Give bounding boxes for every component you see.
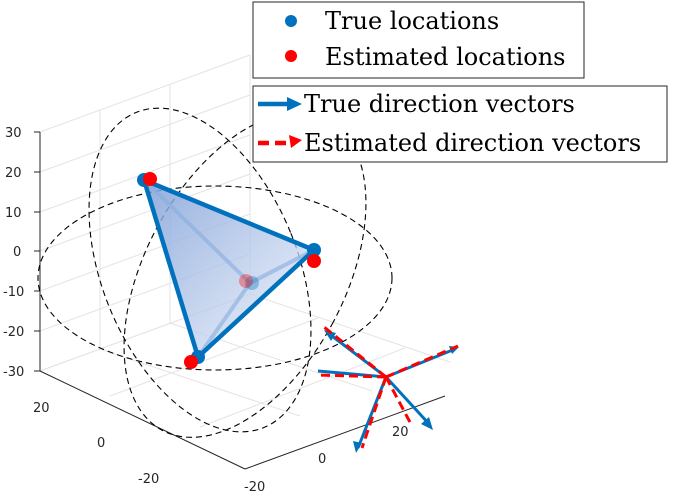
estimated-location-point: [307, 254, 321, 268]
tetrahedron-hidden-edge: [142, 178, 252, 285]
true-direction-vector: [317, 369, 387, 379]
y-tick-label: 20: [33, 401, 50, 416]
z-tick-label: -10: [3, 285, 24, 300]
estimated-direction-vector: [360, 376, 388, 449]
true-direction-arrowhead: [421, 417, 433, 430]
legend-estimated-direction-label: Estimated direction vectors: [304, 129, 641, 157]
legend-true-location-marker: [285, 15, 297, 27]
legend-directions-box: [252, 85, 668, 163]
true-direction-vector: [384, 375, 432, 427]
x-tick-label: 0: [318, 452, 326, 467]
location-points: [137, 172, 321, 369]
y-tick-label: -20: [138, 472, 159, 487]
y-tick-labels: 20 0 -20: [33, 401, 159, 487]
tetrahedron-hidden-edge: [249, 248, 315, 285]
true-location-point: [245, 276, 259, 290]
legend-estimated-location-label: Estimated locations: [325, 43, 565, 71]
legend-true-direction-label: True direction vectors: [304, 90, 575, 118]
z-tick-marks: [34, 131, 40, 372]
z-tick-label: -20: [3, 325, 24, 340]
estimated-direction-vector: [384, 376, 414, 427]
true-direction-arrowhead: [353, 441, 362, 453]
sphere-circle-vertical-a: [88, 107, 312, 433]
legend-locations: True locations Estimated locations: [252, 1, 585, 79]
y-tick-label: 0: [97, 436, 105, 451]
z-tick-label: -30: [3, 365, 24, 380]
estimated-location-point: [239, 274, 253, 288]
legend-locations-box: [252, 1, 585, 79]
tetrahedron-hidden-edge: [196, 281, 252, 359]
legend-estimated-location-marker: [285, 50, 297, 62]
legend-true-direction-arrowhead: [287, 97, 302, 111]
legend-true-location-label: True locations: [325, 7, 499, 35]
z-tick-label: 20: [5, 166, 22, 181]
x-tick-labels: -20 0 20: [244, 425, 409, 495]
tetrahedron-edges: [141, 177, 317, 360]
estimated-location-point: [184, 355, 198, 369]
estimated-direction-vector: [317, 373, 387, 379]
x-tick-label: 20: [392, 425, 409, 440]
true-direction-vector: [356, 376, 388, 449]
true-direction-arrowhead: [324, 330, 336, 341]
direction-vectors: [317, 325, 459, 453]
estimated-location-point: [143, 172, 157, 186]
sphere-circle-horizontal: [37, 185, 393, 371]
z-tick-label: 30: [5, 126, 22, 141]
legend-directions: True direction vectors Estimated directi…: [252, 85, 668, 163]
x-tick-label: -20: [244, 480, 265, 495]
tetrahedron: [141, 177, 317, 360]
z-tick-label: 0: [13, 245, 21, 260]
z-tick-labels: 30 20 10 0 -10 -20 -30: [3, 126, 24, 380]
z-tick-label: 10: [5, 206, 22, 221]
true-location-point: [307, 243, 321, 257]
legend-estimated-direction-arrowhead: [289, 135, 302, 148]
